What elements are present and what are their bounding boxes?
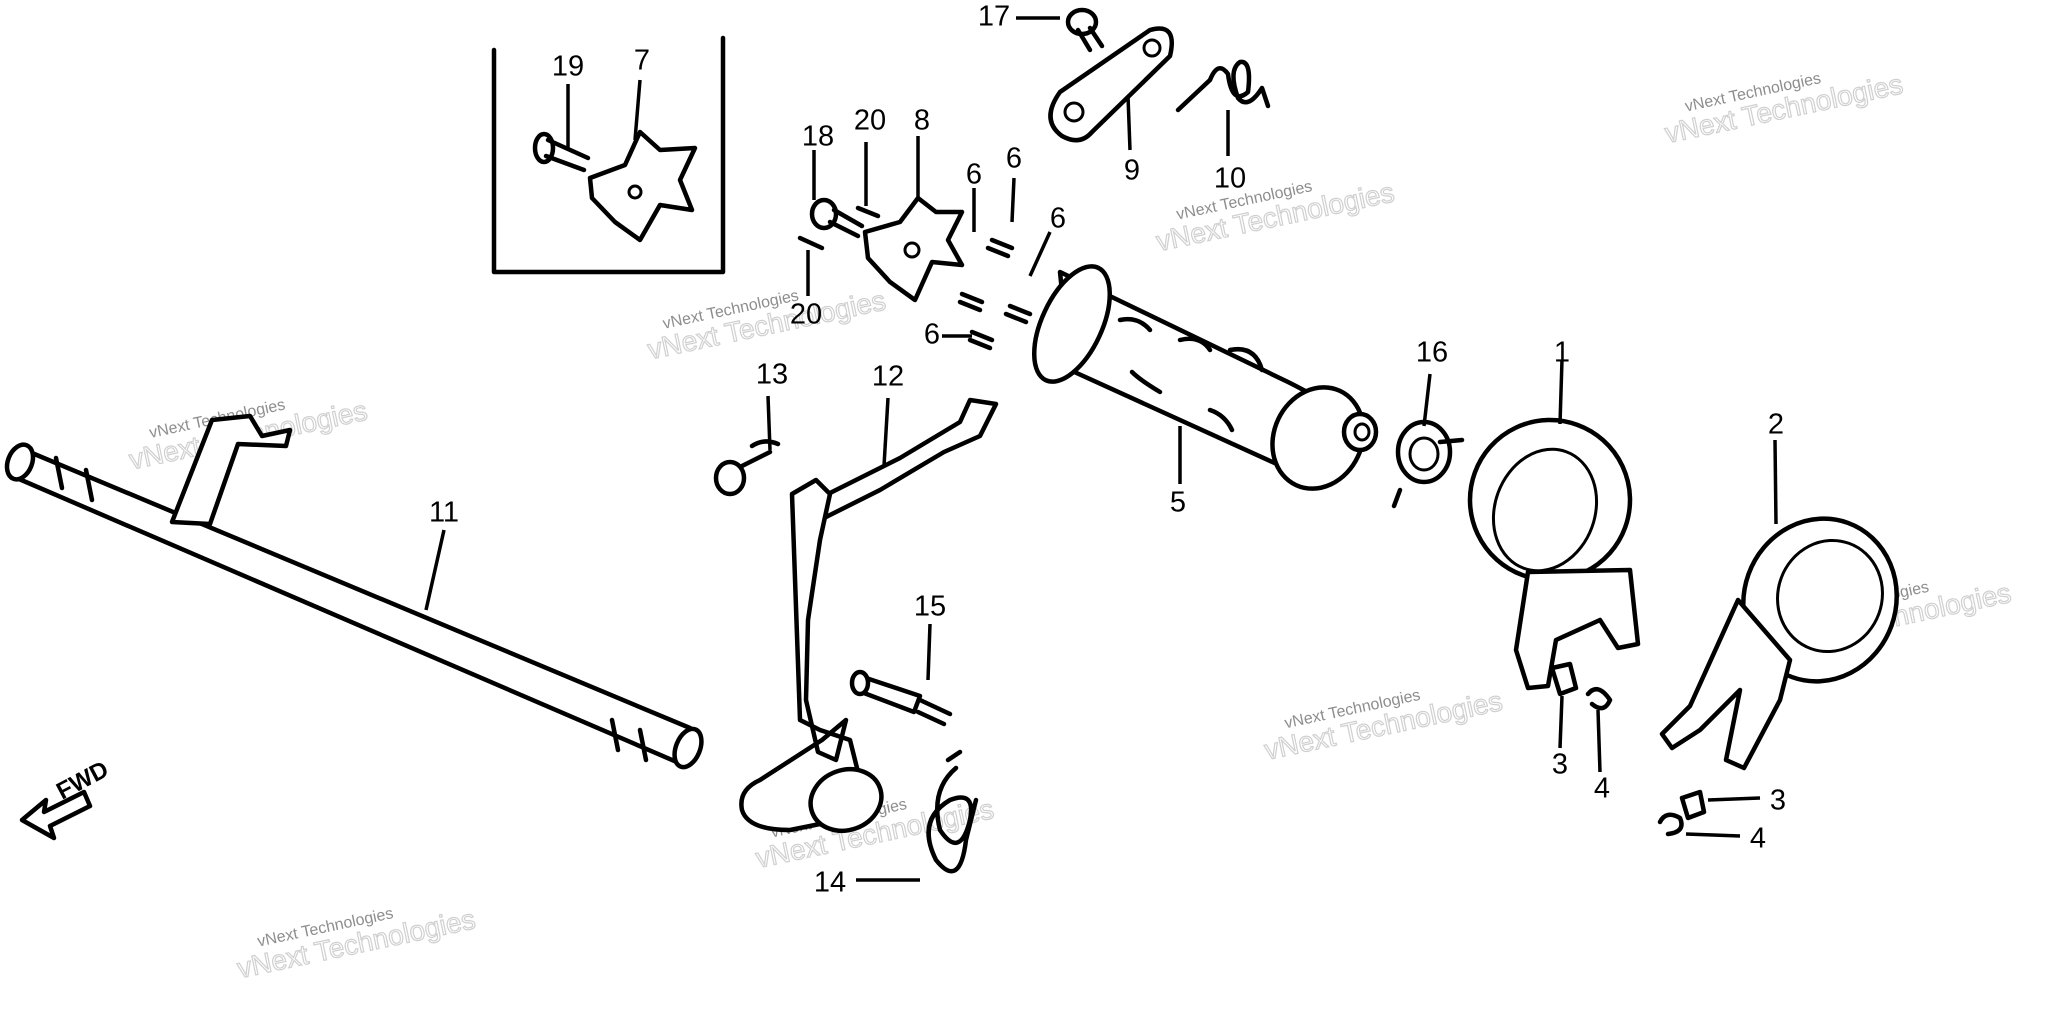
part-20-pin-upper bbox=[855, 205, 881, 219]
callout-3: 3 bbox=[1770, 785, 1786, 817]
callout-2: 2 bbox=[1768, 409, 1784, 441]
callout-5: 5 bbox=[1170, 487, 1186, 519]
leader-lines bbox=[424, 16, 1778, 882]
part-17-bolt bbox=[1065, 7, 1105, 53]
callout-6: 6 bbox=[1050, 203, 1066, 235]
part-2-shift-fork bbox=[1659, 516, 1899, 771]
part-20-pin-lower bbox=[797, 235, 825, 251]
part-9-plate bbox=[1048, 26, 1174, 143]
part-6-pin bbox=[967, 329, 995, 351]
part-4-clip bbox=[1657, 812, 1684, 837]
part-3-roller bbox=[1549, 661, 1579, 697]
part-5-shift-drum bbox=[1031, 264, 1379, 491]
part-16-retainer bbox=[1391, 419, 1465, 509]
callout-1: 1 bbox=[1554, 337, 1570, 369]
part-8-star-plate bbox=[862, 195, 965, 303]
part-6-pin bbox=[985, 237, 1015, 259]
callout-14: 14 bbox=[814, 867, 846, 899]
callout-7: 7 bbox=[634, 45, 650, 77]
callout-11: 11 bbox=[429, 497, 459, 529]
part-9-hole bbox=[1063, 101, 1085, 123]
callout-12: 12 bbox=[872, 361, 904, 393]
callout-labels: 19 7 18 20 20 8 6 6 6 6 17 9 10 11 13 12… bbox=[429, 1, 1786, 899]
inset-frame bbox=[491, 35, 726, 275]
callout-15: 15 bbox=[914, 591, 946, 623]
callout-17: 17 bbox=[978, 1, 1010, 33]
part-14-spring bbox=[926, 749, 979, 874]
part-10-spring bbox=[1175, 59, 1271, 113]
part-12-shift-arm bbox=[797, 397, 999, 523]
callout-8: 8 bbox=[914, 105, 930, 137]
callout-20: 20 bbox=[790, 299, 822, 331]
part-4-clip bbox=[1585, 686, 1613, 711]
callout-4: 4 bbox=[1594, 773, 1610, 805]
part-15-pin bbox=[849, 669, 953, 727]
part-6-pin bbox=[1003, 303, 1033, 325]
part-19-pin bbox=[532, 131, 591, 173]
part-6-pin bbox=[957, 291, 985, 313]
part-7-star-plate bbox=[587, 129, 698, 243]
shift-lever-collar bbox=[808, 766, 884, 834]
part-8-hole bbox=[903, 241, 921, 259]
fwd-arrow: FWD bbox=[19, 756, 113, 841]
callout-10: 10 bbox=[1214, 163, 1246, 195]
part-11-shift-shaft bbox=[4, 413, 704, 770]
part-7-hole bbox=[627, 184, 643, 200]
callout-6: 6 bbox=[1006, 143, 1022, 175]
callout-18: 18 bbox=[802, 121, 834, 153]
part-18-bolt bbox=[809, 197, 865, 239]
part-3-roller bbox=[1679, 789, 1707, 821]
callout-3: 3 bbox=[1552, 749, 1568, 781]
shift-lever-body bbox=[739, 477, 863, 833]
callout-9: 9 bbox=[1124, 155, 1140, 187]
callout-13: 13 bbox=[756, 359, 788, 391]
watermark-layer: vNext Technologies vNext Technologies vN… bbox=[126, 68, 2014, 985]
callout-20: 20 bbox=[854, 105, 886, 137]
part-9-hole bbox=[1142, 38, 1162, 58]
callout-19: 19 bbox=[552, 51, 584, 83]
callout-6: 6 bbox=[924, 319, 940, 351]
callout-4: 4 bbox=[1750, 823, 1766, 855]
part-1-shift-fork bbox=[1467, 417, 1641, 691]
part-13-clip bbox=[713, 439, 781, 497]
callout-6: 6 bbox=[966, 159, 982, 191]
callout-16: 16 bbox=[1416, 337, 1448, 369]
